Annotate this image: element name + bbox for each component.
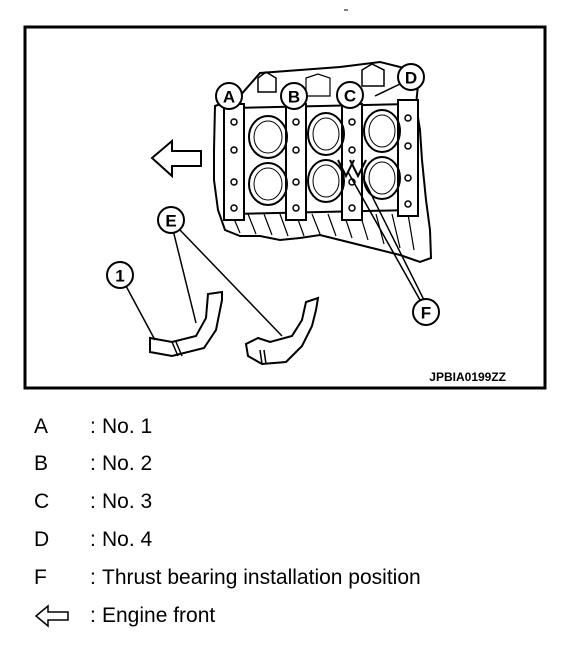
legend-key: C: [34, 490, 50, 513]
legend-row-c: C : No. 3: [34, 487, 152, 517]
legend-row-f: F : Thrust bearing installation position: [34, 563, 421, 593]
callout-F-label: F: [421, 304, 431, 323]
callout-E: [157, 206, 185, 234]
legend-row-engine-front: : Engine front: [34, 601, 215, 631]
cylinder-block: [213, 60, 433, 264]
callout-E-label: E: [165, 212, 176, 231]
figure-code: JPBIA0199ZZ: [429, 370, 506, 384]
callout-D-label: D: [405, 69, 417, 88]
legend-text: Engine front: [102, 604, 216, 627]
legend-key: D: [34, 528, 50, 551]
thrust-bearing-lower: [244, 296, 320, 366]
legend-row-d: D : No. 4: [34, 525, 152, 555]
legend-separator: :: [90, 604, 96, 627]
callout-A: [215, 82, 243, 110]
legend-text: No. 4: [102, 528, 153, 551]
engine-block-diagram: A B C D E F 1 JPBIA0199ZZ: [23, 9, 547, 390]
callout-B: [280, 82, 308, 110]
legend-text: No. 1: [102, 415, 153, 438]
legend-key: F: [34, 566, 47, 589]
callout-C-label: C: [344, 87, 356, 106]
engine-front-arrow-icon: [150, 138, 202, 179]
legend-separator: :: [90, 566, 96, 589]
callout-A-label: A: [223, 88, 235, 107]
legend-separator: :: [90, 452, 96, 475]
callout-D: [397, 63, 425, 91]
legend-text: No. 2: [102, 452, 153, 475]
legend-text: No. 3: [102, 490, 153, 513]
callout-F: [412, 298, 440, 326]
legend-text: Thrust bearing installation position: [102, 566, 421, 589]
legend-row-a: A : No. 1: [34, 412, 152, 442]
arrow-left-outline-icon: [34, 601, 90, 631]
figure-frame: [23, 25, 547, 390]
callout-1-label: 1: [115, 267, 124, 286]
callout-B-label: B: [288, 88, 300, 107]
legend-key: A: [34, 415, 49, 438]
legend-separator: :: [90, 528, 96, 551]
legend-separator: :: [90, 415, 96, 438]
callout-1: [106, 261, 134, 289]
leader-lines: [125, 83, 425, 341]
legend-key: B: [34, 452, 49, 475]
callout-C: [336, 81, 364, 109]
legend-row-b: B : No. 2: [34, 449, 152, 479]
thrust-bearing-upper: [149, 290, 223, 358]
legend-separator: :: [90, 490, 96, 513]
